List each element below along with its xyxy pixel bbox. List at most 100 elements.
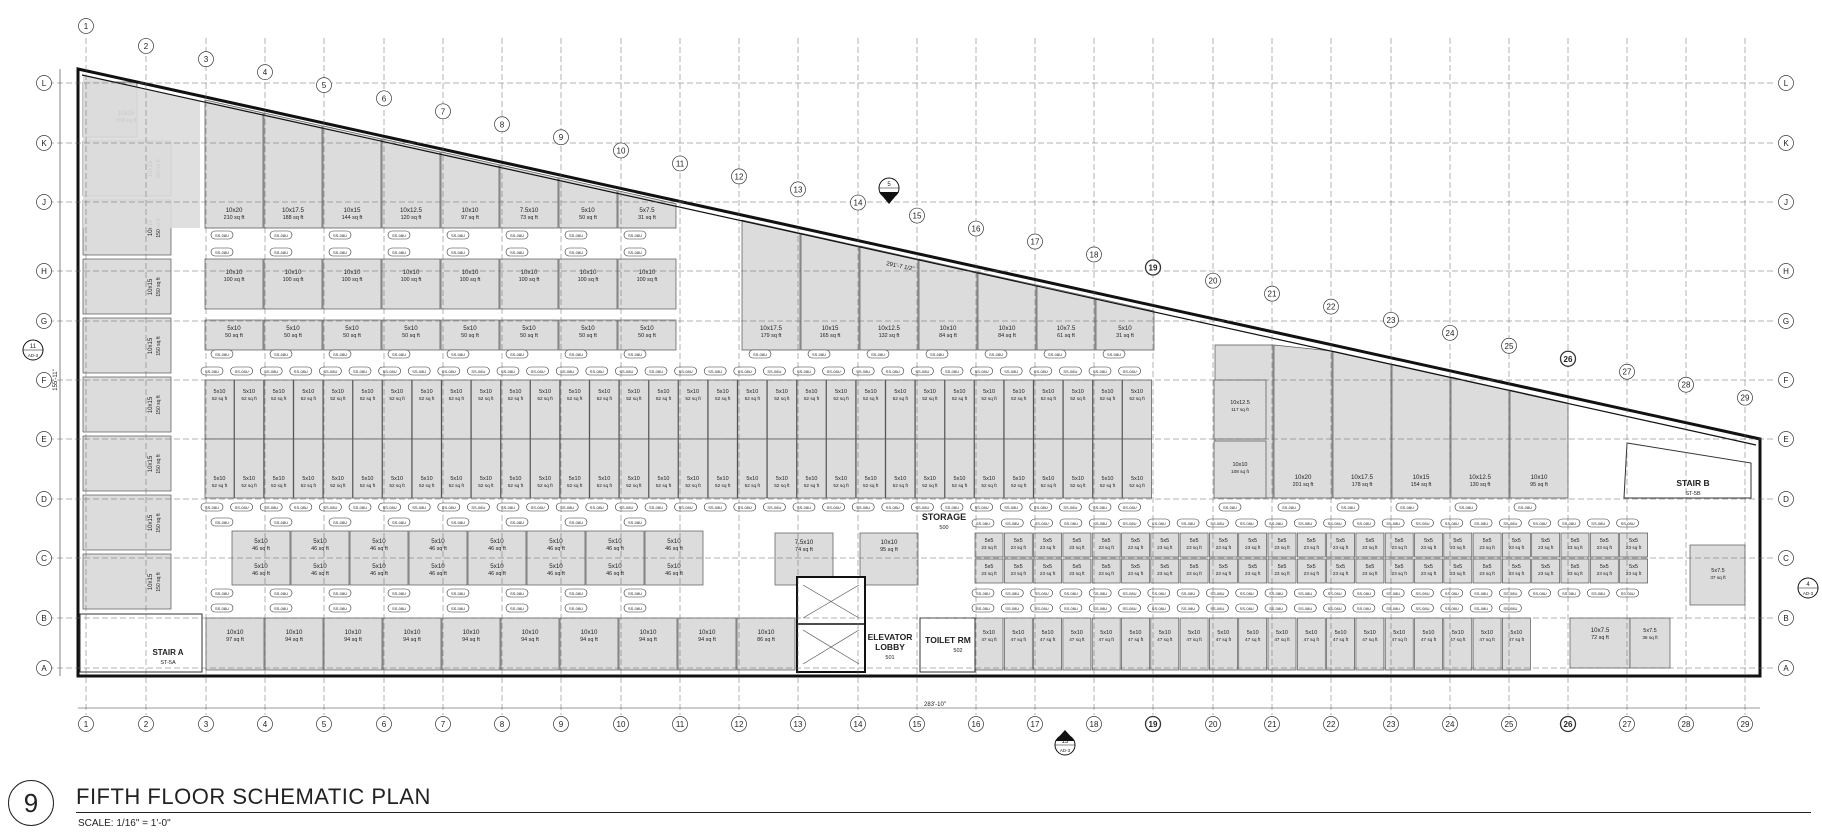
grid-bubble-column-top-label: 1 <box>84 22 89 31</box>
unit-east-c-label-size: 5x5 <box>1483 564 1492 570</box>
grid-bubble-row-right-circle <box>1778 75 1794 91</box>
unit-tag-text: SS-08U <box>1181 521 1195 526</box>
unit-east-c <box>1033 532 1062 558</box>
unit-tag-text: SS-08U <box>1035 591 1049 596</box>
unit-row-c-label-area: 46 sq ft <box>665 571 683 577</box>
unit-east-c <box>1502 558 1531 584</box>
unit-tag-oval <box>971 603 995 613</box>
unit-row-a <box>205 617 265 671</box>
grid-bubble-row-left-circle <box>36 263 52 279</box>
unit-row-g-label-area: 50 sq ft <box>579 333 597 339</box>
unit-row-d-label-size: 5x10 <box>480 476 492 482</box>
unit-row-f <box>619 379 649 440</box>
unit-east-c <box>1619 532 1648 558</box>
unit-tag-text: SS-08U <box>274 352 288 357</box>
grid-bubble-column-bottom-circle <box>198 716 214 732</box>
unit-row-h-label-area: 100 sq ft <box>460 277 481 283</box>
unit-tag-text: SS-08U <box>274 591 288 596</box>
unit-special-label-size: 10x10 <box>881 539 898 546</box>
unit-tag-oval <box>1118 518 1141 528</box>
unit-top-row-label-area: 144 sq ft <box>342 215 363 221</box>
unit-top-row-label-area: 50 sq ft <box>579 215 597 221</box>
unit-east-c-label-size: 5x5 <box>1512 538 1521 544</box>
unit-tag-text: SS-08U <box>392 250 406 255</box>
unit-tag-text: SS-08U <box>856 505 870 510</box>
unit-east-c-label-size: 5x5 <box>1043 564 1052 570</box>
unit-east-a <box>1267 617 1297 671</box>
unit-east-a-label-area: 47 sq ft <box>981 637 997 642</box>
unit-tag-text: SS-08U <box>1034 369 1048 374</box>
plan-title: FIFTH FLOOR SCHEMATIC PLAN <box>76 784 431 809</box>
unit-west-col-size: 10x15 <box>148 337 154 354</box>
unit-row-d-label-size: 5x10 <box>776 476 788 482</box>
grid-bubble-column-bottom-label: 26 <box>1564 720 1573 729</box>
unit-tag-text: SS-08U <box>1035 606 1049 611</box>
grid-bubble-column-bottom-circle <box>257 716 273 732</box>
unit-west-col-area: 150 sq ft <box>156 277 162 297</box>
unit-row-f <box>382 379 412 440</box>
unit-upper-right-label-size: 10x15 <box>822 325 839 332</box>
unit-row-f-label-size: 5x10 <box>569 389 581 395</box>
unit-row-d-label-area: 52 sq ft <box>626 483 642 488</box>
unit-row-f <box>1122 379 1152 440</box>
unit-tag-text: SS-08U <box>215 250 229 255</box>
unit-tag-text: SS-08U <box>753 352 767 357</box>
unit-west-col <box>82 553 172 610</box>
unit-east-c-label-size: 5x5 <box>1629 538 1638 544</box>
toilet-number: 502 <box>953 648 962 654</box>
grid-bubble-column-top-label: 21 <box>1268 290 1277 299</box>
stair-a-room <box>79 613 203 673</box>
unit-row-d-label-area: 52 sq ft <box>1070 483 1086 488</box>
unit-row-h <box>263 258 323 310</box>
unit-row-f-label-area: 52 sq ft <box>656 396 672 401</box>
unit-row-g-label-area: 50 sq ft <box>402 333 420 339</box>
unit-east-large-label-area: 130 sq ft <box>1470 482 1491 488</box>
unit-east-c-label-size: 5x5 <box>1600 538 1609 544</box>
unit-tag-text: SS-08U <box>1107 352 1121 357</box>
unit-tag-text: SS-08U <box>451 233 465 238</box>
unit-row-d-label-size: 5x10 <box>421 476 433 482</box>
unit-east-c <box>1472 558 1502 584</box>
grid-bubble-row-right-circle <box>1778 550 1794 566</box>
unit-row-d-label-size: 5x10 <box>1131 476 1143 482</box>
unit-row-c-label-area: 46 sq ft <box>606 571 624 577</box>
unit-tag-oval <box>1381 518 1405 528</box>
grid-bubble-column-bottom-circle <box>553 716 569 732</box>
unit-row-a-label-size: 10x10 <box>640 629 657 636</box>
unit-tag-text: SS-08U <box>708 369 722 374</box>
unit-east-a-label-area: 47 sq ft <box>1274 637 1290 642</box>
unit-upper-right-label-size: 10x10 <box>999 325 1016 332</box>
unit-row-h-label-area: 100 sq ft <box>578 277 599 283</box>
unit-east-c-label-size: 5x5 <box>1014 538 1023 544</box>
unit-east-c <box>1179 532 1209 558</box>
unit-tag-text: SS-08U <box>1328 521 1342 526</box>
unit-east-c-label-size: 5x5 <box>1453 538 1462 544</box>
unit-row-c-label-size: 5x10 <box>549 563 563 570</box>
unit-row-c-label-size: 5x10 <box>608 538 622 545</box>
grid-bubble-row-right-label: D <box>1783 495 1789 504</box>
unit-row-f <box>796 379 827 440</box>
unit-tag-text: SS-08U <box>1386 606 1400 611</box>
exterior-wall-inner <box>81 74 1757 446</box>
unit-tag-oval <box>1000 603 1024 613</box>
unit-row-c-label-size: 5x10 <box>313 538 327 545</box>
grid-bubble-column-top-circle <box>1501 337 1517 354</box>
grid-bubble-row-left-label: G <box>41 317 47 326</box>
unit-tag-text: SS-08U <box>323 369 337 374</box>
unit-tag-text: SS-08U <box>1503 521 1517 526</box>
unit-tag-text: SS-08U <box>1034 505 1048 510</box>
unit-row-f <box>441 379 472 440</box>
grid-bubble-column-bottom-circle <box>613 716 629 732</box>
grid-bubble-column-top-circle <box>1619 363 1635 380</box>
grid-bubble-row-left-label: D <box>41 495 47 504</box>
unit-special <box>1569 617 1631 669</box>
unit-row-c-label-area: 46 sq ft <box>488 571 506 577</box>
grid-bubble-column-bottom-circle <box>968 716 984 732</box>
stair-a-label: STAIR A <box>152 648 183 657</box>
unit-tag-text: SS-08U <box>590 369 604 374</box>
unit-row-f <box>500 379 531 440</box>
unit-tag-text: SS-08U <box>333 352 347 357</box>
unit-row-f-label-size: 5x10 <box>480 389 492 395</box>
unit-east-a <box>1179 617 1209 671</box>
unit-east-a-label-area: 47 sq ft <box>1479 637 1495 642</box>
